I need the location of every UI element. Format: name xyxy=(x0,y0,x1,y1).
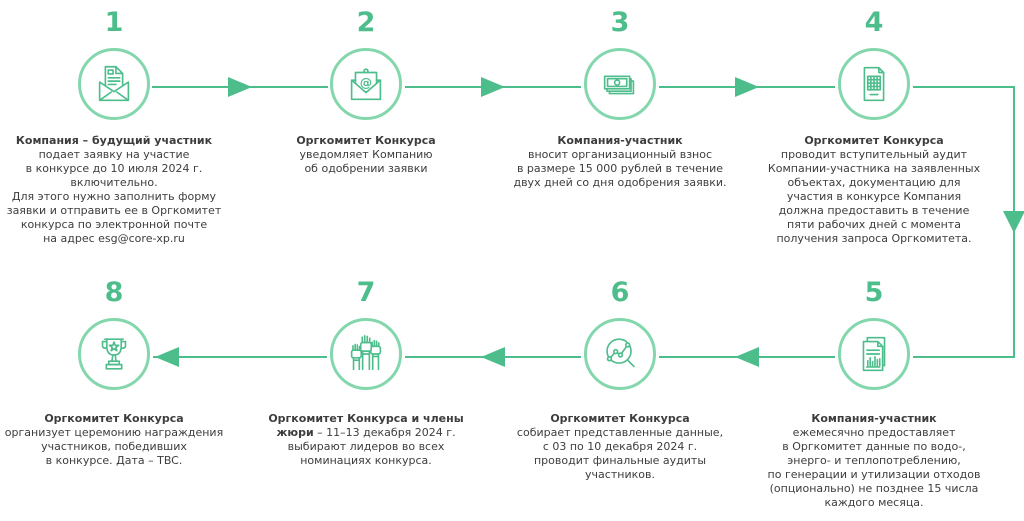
step-number: 6 xyxy=(610,277,630,308)
step-circle xyxy=(584,48,656,120)
trophy-icon xyxy=(101,338,127,370)
step-circle xyxy=(584,318,656,390)
step-circle xyxy=(838,318,910,390)
chart-report-icon xyxy=(862,336,886,372)
step-circle xyxy=(330,318,402,390)
raised-hands-icon xyxy=(350,334,382,371)
step-circle xyxy=(78,318,150,390)
connector-line-7-8 xyxy=(153,356,327,358)
arrow-left-icon xyxy=(481,347,505,367)
svg-text:@: @ xyxy=(360,75,372,90)
step-circle xyxy=(838,48,910,120)
step-number: 5 xyxy=(864,277,884,308)
arrow-down-icon xyxy=(1003,211,1024,233)
step-circle xyxy=(78,48,150,120)
step-number: 3 xyxy=(610,7,630,38)
banknotes-icon xyxy=(603,75,635,95)
arrow-right-icon xyxy=(228,77,252,97)
step-number: 8 xyxy=(104,277,124,308)
step-number: 4 xyxy=(864,7,884,38)
step-number: 2 xyxy=(356,7,376,38)
table-document-icon xyxy=(863,66,885,102)
arrow-right-icon xyxy=(481,77,505,97)
arrow-left-icon xyxy=(735,347,759,367)
step-number: 7 xyxy=(356,277,376,308)
magnifier-chart-icon xyxy=(606,338,635,368)
arrow-left-icon xyxy=(155,347,179,367)
connector-line-corner-5 xyxy=(913,356,1015,358)
connector-line-4-corner xyxy=(913,86,1015,88)
envelope-at-icon: @ xyxy=(350,68,382,101)
step-circle: @ xyxy=(330,48,402,120)
envelope-letter-icon xyxy=(98,65,130,102)
step-number: 1 xyxy=(104,7,124,38)
arrow-right-icon xyxy=(735,77,759,97)
